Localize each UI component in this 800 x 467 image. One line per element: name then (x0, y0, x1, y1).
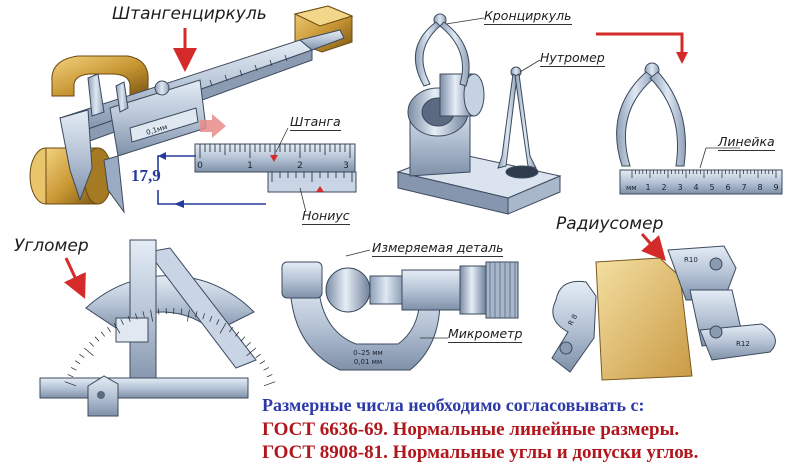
ruler-num: 2 (661, 183, 666, 192)
outside-caliper-drawing (396, 13, 562, 215)
ruler-num: 5 (709, 183, 714, 192)
protractor-tick (234, 331, 240, 337)
zoom-arrow (200, 114, 226, 138)
ruler-num: 7 (741, 183, 746, 192)
protractor-tick (89, 341, 94, 347)
protractor-tick (120, 319, 124, 325)
ruler-numbers: 1 2 3 4 5 6 7 8 9 (645, 183, 778, 192)
protractor-tick (202, 313, 205, 320)
beam-num-1: 1 (247, 161, 253, 171)
protractor-tick (83, 347, 94, 356)
protractor-tick (107, 326, 112, 333)
vernier-scale-detail: 0 1 2 3 (157, 127, 357, 213)
protractor-tick (142, 311, 145, 318)
ruler-num: 9 (773, 183, 778, 192)
ruler-num: 8 (757, 183, 762, 192)
footer-line-2: ГОСТ 6636-69. Нормальные линейные размер… (262, 419, 680, 440)
ruler-unit: мм (626, 184, 637, 192)
protractor-tick (64, 381, 77, 387)
transfer-arrow (596, 32, 684, 54)
radius-r12: R12 (736, 340, 750, 348)
micrometer-precision: 0,01 мм (354, 358, 382, 366)
footer-line-3: ГОСТ 8908-81. Нормальные углы и допуски … (262, 442, 699, 463)
radius-r10: R10 (684, 256, 698, 264)
ruler-num: 3 (677, 183, 682, 192)
protractor-tick (150, 309, 153, 322)
protractor-tick (74, 360, 81, 365)
protractor-tick (259, 360, 266, 365)
ruler-num: 6 (725, 183, 730, 192)
measured-part-label: Измеряемая деталь (372, 240, 504, 257)
outside-caliper-label: Кронциркуль (484, 8, 572, 25)
radius-gauge-drawing (551, 233, 776, 381)
caliper-on-ruler-drawing (616, 62, 783, 195)
protractor-drawing (39, 239, 276, 417)
protractor-tick (216, 319, 220, 325)
protractor-tick (79, 353, 85, 358)
beam-label: Штанга (290, 114, 341, 131)
protractor-tick (263, 367, 270, 371)
protractor-tick (209, 316, 213, 322)
ruler-num: 1 (645, 183, 650, 192)
protractor-label: Угломер (14, 236, 89, 256)
protractor-tick (255, 353, 261, 358)
protractor-tick (246, 341, 251, 347)
vernier-label: Нониус (302, 208, 350, 225)
protractor-tick (67, 374, 74, 378)
protractor-tick (135, 313, 138, 320)
caliper-drawing (29, 5, 354, 214)
protractor-tick (228, 326, 233, 333)
protractor-tick (187, 309, 190, 322)
radius-gauge-label: Радиусомер (556, 214, 664, 234)
footer-line-1: Размерные числа необходимо согласовывать… (262, 395, 645, 415)
protractor-tick (266, 374, 273, 378)
beam-num-0: 0 (197, 161, 203, 171)
protractor-tick (100, 331, 106, 337)
protractor-tick (195, 311, 198, 318)
micrometer-label: Микрометр (448, 326, 523, 343)
protractor-tick (127, 316, 131, 322)
protractor-tick (219, 322, 227, 334)
reading-value: 17,9 (131, 166, 161, 185)
protractor-tick (70, 367, 77, 371)
protractor-tick (180, 308, 183, 315)
protractor-tick (94, 336, 100, 342)
beam-num-3: 3 (343, 161, 349, 171)
micrometer-range: 0–25 мм (353, 349, 383, 357)
protractor-tick (240, 336, 246, 342)
inside-caliper-label: Нутромер (540, 50, 605, 67)
ruler-label: Линейка (718, 134, 775, 151)
protractor-tick (113, 322, 121, 334)
ruler-num: 4 (693, 183, 698, 192)
beam-num-2: 2 (297, 161, 303, 171)
protractor-tick (263, 381, 276, 387)
micrometer-drawing (281, 249, 519, 371)
caliper-label: Штангенциркуль (112, 4, 267, 24)
protractor-tick (157, 308, 160, 315)
protractor-tick (246, 347, 257, 356)
